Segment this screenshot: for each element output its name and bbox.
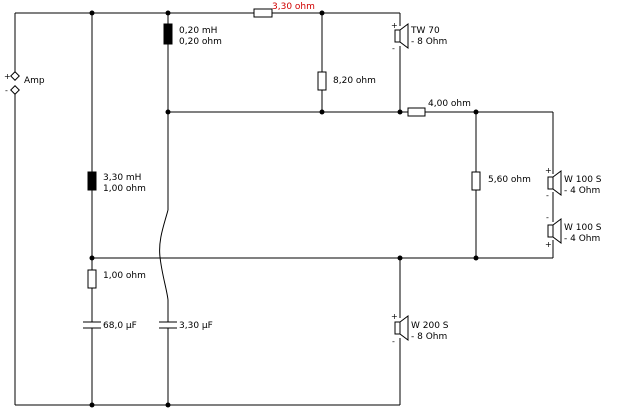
resistor-8-20-label: 8,20 ohm [333,76,376,86]
speaker-w100-lower-name: W 100 S [564,223,602,233]
amp-minus-sign: - [5,86,8,95]
amp-label: Amp [24,76,45,86]
resistor-4-00-label: 4,00 ohm [428,99,471,109]
resistor-4-00: 4,00 ohm [407,99,471,117]
speaker-tw70-minus: - [392,44,395,53]
resistor-top-label: 3,30 ohm [272,2,315,12]
amp-input: + - Amp [4,71,45,95]
inductor-l2-resistance: 1,00 ohm [103,184,146,194]
inductor-l2-value: 3,30 mH [103,173,141,183]
speaker-tw70-impedance: - 8 Ohm [411,37,447,47]
speaker-w100-upper: + - W 100 S - 4 Ohm [545,166,602,200]
inductor-l1-resistance: 0,20 ohm [179,37,222,47]
resistor-1-00-label: 1,00 ohm [103,271,146,281]
speaker-tw70: + - TW 70 - 8 Ohm [391,21,447,53]
inductor-l1-value: 0,20 mH [179,26,217,36]
capacitor-68: 68,0 µF [83,321,137,331]
speaker-w200-name: W 200 S [411,321,449,331]
speaker-w100-lower: - + W 100 S - 4 Ohm [545,213,602,249]
speaker-w200-impedance: - 8 Ohm [411,332,447,342]
resistor-1-00: 1,00 ohm [87,269,146,289]
wires [14,12,554,406]
speaker-w100-upper-name: W 100 S [564,175,602,185]
speaker-w100-upper-impedance: - 4 Ohm [564,186,600,196]
resistor-8-20: 8,20 ohm [317,71,376,91]
speaker-w100-lower-plus: + [545,240,552,249]
speaker-w100-lower-impedance: - 4 Ohm [564,234,600,244]
speaker-w200: + - W 200 S - 8 Ohm [391,312,449,346]
capacitor-68-label: 68,0 µF [103,321,137,331]
speaker-w100-upper-minus: - [546,191,549,200]
resistor-5-60-label: 5,60 ohm [488,175,531,185]
amp-plus-terminal [10,71,20,81]
amp-plus-sign: + [4,72,11,81]
amp-minus-terminal [10,85,20,95]
speaker-w200-minus: - [392,337,395,346]
resistor-top: 3,30 ohm [253,2,315,18]
speaker-tw70-name: TW 70 [410,26,440,36]
capacitor-3-30: 3,30 µF [159,321,213,331]
speaker-w100-upper-plus: + [545,166,552,175]
inductor-l1: 0,20 mH 0,20 ohm [163,23,222,47]
speaker-w100-lower-minus: - [546,213,549,222]
resistor-5-60: 5,60 ohm [471,171,531,191]
capacitor-3-30-label: 3,30 µF [179,321,213,331]
speaker-tw70-plus: + [391,21,398,30]
speaker-w200-plus: + [391,312,398,321]
junctions [89,10,479,408]
inductor-l2: 3,30 mH 1,00 ohm [87,171,146,194]
